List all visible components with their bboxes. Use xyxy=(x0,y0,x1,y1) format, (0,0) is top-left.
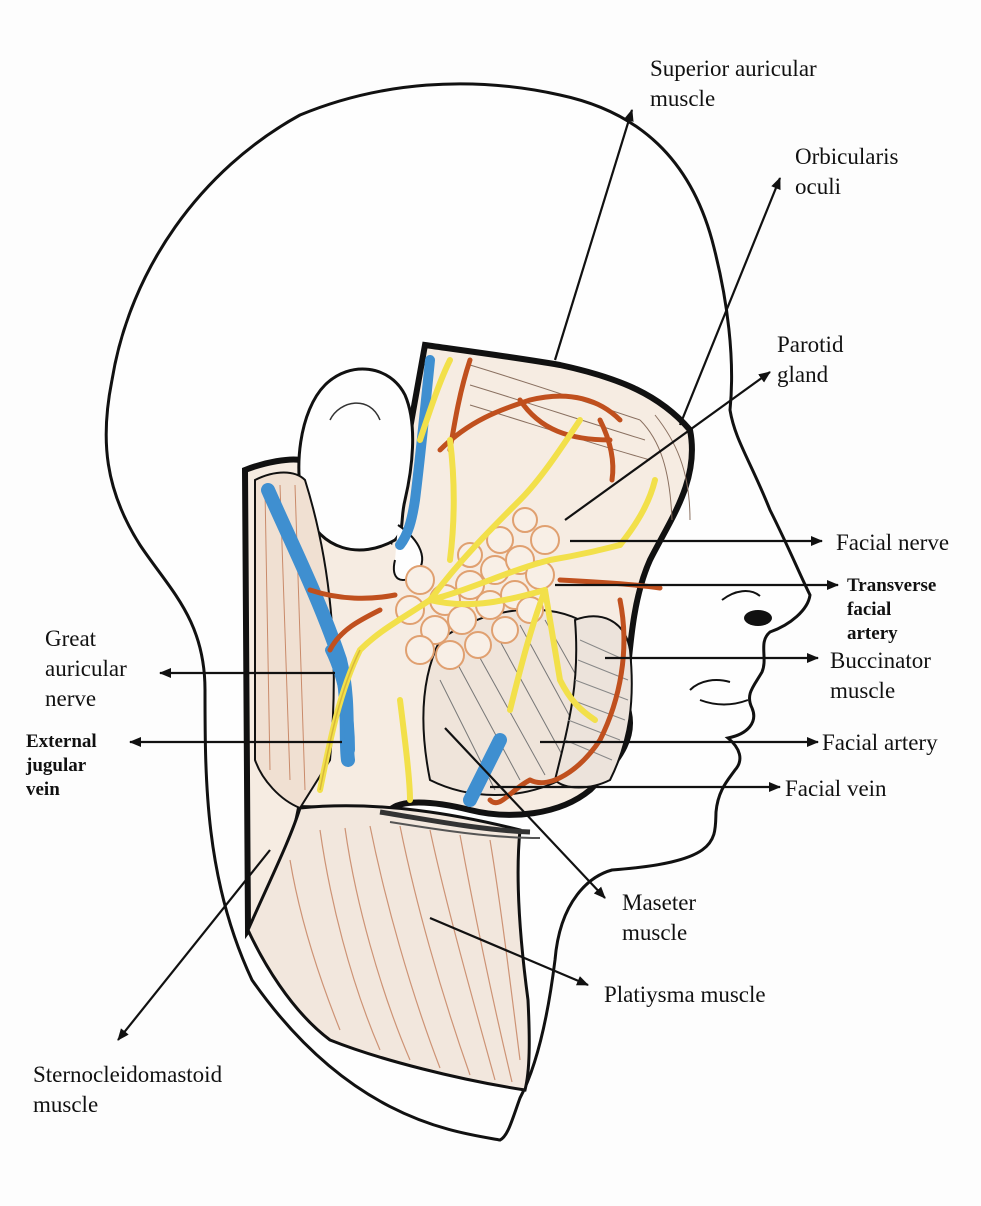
label-sternocleidomastoid-muscle: Sternocleidomastoid muscle xyxy=(33,1060,222,1120)
label-superior-auricular-muscle: Superior auricular muscle xyxy=(650,54,817,114)
label-facial-nerve: Facial nerve xyxy=(836,528,949,558)
label-platiysma-muscle: Platiysma muscle xyxy=(604,980,766,1010)
nostril xyxy=(744,610,772,626)
label-facial-vein: Facial vein xyxy=(785,774,887,804)
label-transverse-facial-artery: Transverse facial artery xyxy=(847,574,936,646)
platysma-region xyxy=(248,806,529,1090)
label-maseter-muscle: Maseter muscle xyxy=(622,888,696,948)
label-external-jugular-vein: External jugular vein xyxy=(26,730,97,802)
label-parotid-gland: Parotid gland xyxy=(777,330,843,390)
label-facial-artery: Facial artery xyxy=(822,728,938,758)
label-orbicularis-oculi: Orbicularis oculi xyxy=(795,142,898,202)
label-buccinator-muscle: Buccinator muscle xyxy=(830,646,931,706)
label-great-auricular-nerve: Great auricular nerve xyxy=(45,624,127,714)
